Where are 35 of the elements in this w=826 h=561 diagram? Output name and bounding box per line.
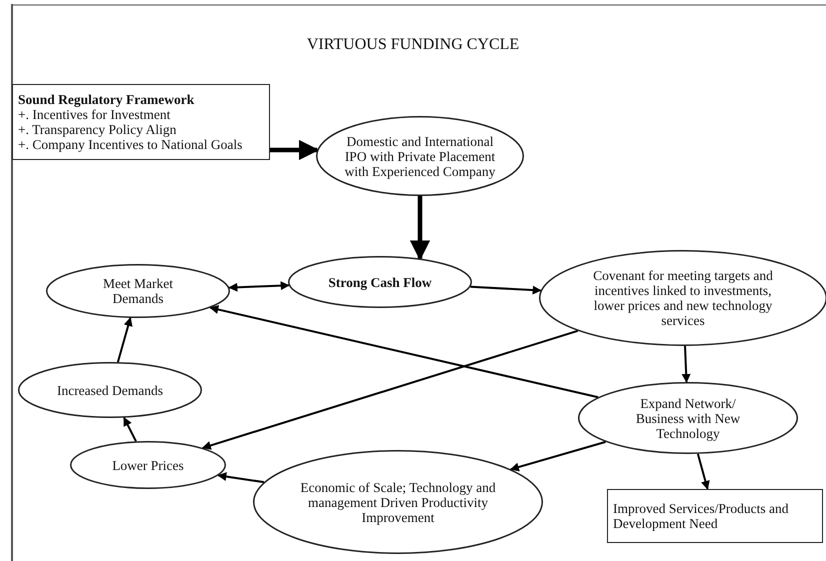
bullet-item: +. Transparency Policy Align (18, 122, 176, 137)
process-ellipse (253, 450, 543, 554)
arrow (682, 346, 691, 383)
bullet-item: +. Incentives for Investment (18, 107, 170, 122)
text-box (607, 489, 823, 543)
process-ellipse (578, 382, 798, 454)
text-box (12, 84, 270, 160)
process-ellipse (288, 256, 472, 308)
arrow (202, 330, 578, 450)
arrow (228, 281, 290, 292)
node-label: Expand Network/ Business with New Technology (634, 396, 742, 440)
arrow (410, 196, 430, 261)
process-ellipse (70, 441, 226, 489)
arrow (270, 140, 320, 160)
process-ellipse (18, 362, 202, 418)
arrow (510, 440, 606, 472)
process-ellipse (46, 264, 230, 318)
node-label: Covenant for meeting targets and incentives linked to investments, lower prices and new technology services (592, 268, 774, 328)
node-label: Economic of Scale; Technology and management Driven Productivity Improvement (299, 480, 497, 524)
bullet-item: +. Company Incentives to National Goals (18, 137, 242, 152)
node-label: Meet Market Demands (102, 276, 174, 306)
arrow (217, 472, 264, 484)
diagram-title: VIRTUOUS FUNDING CYCLE (306, 36, 520, 54)
box-heading: Sound Regulatory Framework (18, 92, 194, 107)
node-label: Increased Demands (56, 382, 164, 398)
arrow (470, 286, 542, 295)
arrow (123, 416, 137, 442)
process-ellipse (316, 116, 524, 196)
arrow (696, 454, 710, 490)
node-label: Lower Prices (112, 458, 184, 472)
node-label: Strong Cash Flow (328, 274, 432, 290)
arrow (209, 305, 598, 398)
node-label: Domestic and International IPO with Private Placement with Experienced Company (344, 134, 496, 178)
node-label: Improved Services/Products and Development Need (613, 501, 790, 531)
arrow (116, 317, 133, 362)
